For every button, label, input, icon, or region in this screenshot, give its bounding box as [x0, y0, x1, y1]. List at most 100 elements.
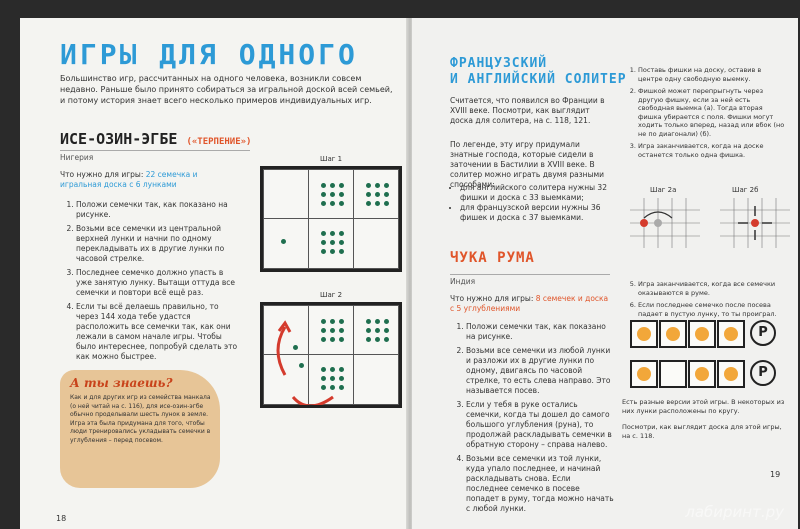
seed-icon — [330, 201, 335, 206]
seed-icon — [330, 337, 335, 342]
game-title-quote: («ТЕРПЕНИЕ») — [186, 137, 252, 147]
book-spine — [406, 18, 414, 529]
seed-icon — [339, 192, 344, 197]
chuka-end-rules: Игра заканчивается, когда все семечки ок… — [622, 280, 787, 322]
seed-icon — [366, 183, 371, 188]
seed-icon — [321, 192, 326, 197]
did-you-know-note: А ты знаешь? Как и для других игр из сем… — [60, 370, 220, 488]
seed-icon — [375, 201, 380, 206]
seed-icon — [339, 337, 344, 342]
seed-icon — [366, 328, 371, 333]
chuka-step: Положи семечки так, как показано на рису… — [466, 322, 615, 342]
direction-arrows-icon — [738, 206, 772, 240]
pit — [717, 360, 745, 388]
seed-icon — [339, 240, 344, 245]
seed-icon — [281, 239, 286, 244]
chuka-see-also: Посмотри, как выглядит доска для этой иг… — [622, 423, 782, 440]
seed-icon — [695, 367, 709, 381]
game-steps: Положи семечки так, как показано на рису… — [60, 200, 238, 366]
game-title-text: ИСЕ-ОЗИН-ЭГБЕ — [60, 130, 178, 148]
seed-icon — [330, 192, 335, 197]
seed-icon — [666, 327, 680, 341]
solitaire-heading: ФРАНЦУЗСКИЙ И АНГЛИЙСКИЙ СОЛИТЕР — [450, 56, 627, 88]
seed-icon — [339, 231, 344, 236]
arrow-up-icon — [276, 326, 287, 376]
seed-icon — [366, 201, 371, 206]
board-step2 — [260, 302, 402, 408]
chuka-need-label: Что нужно для игры: — [450, 294, 536, 303]
arrow-right-icon — [291, 395, 334, 405]
seed-icon — [637, 367, 651, 381]
solitaire-step: Игра заканчивается, когда на доске остан… — [638, 142, 787, 159]
peg-icon — [751, 219, 759, 227]
chuka-note: Есть разные версии этой игры. В некоторы… — [622, 398, 785, 415]
need-label: Что нужно для игры: — [60, 170, 146, 179]
seed-icon — [724, 367, 738, 381]
solitaire-legend: По легенде, эту игру придумали знатные г… — [450, 140, 605, 189]
step1-label: Шаг 1 — [320, 155, 343, 163]
seed-icon — [339, 367, 344, 372]
pit — [659, 360, 687, 388]
move-arrows — [276, 320, 334, 405]
seed-icon — [375, 319, 380, 324]
solitaire-heading-line2: И АНГЛИЙСКИЙ СОЛИТЕР — [450, 72, 627, 87]
need-value: 22 семечка и игральная доска с 6 лунками — [60, 170, 198, 189]
seed-icon — [384, 183, 389, 188]
right-page: ФРАНЦУЗСКИЙ И АНГЛИЙСКИЙ СОЛИТЕР Считает… — [412, 18, 798, 529]
seed-icon — [321, 201, 326, 206]
seed-icon — [330, 249, 335, 254]
seed-icon — [384, 192, 389, 197]
pit — [688, 320, 716, 348]
peg-icon — [640, 219, 648, 227]
seed-icon — [321, 367, 326, 372]
seed-icon — [321, 249, 326, 254]
seed-icon — [339, 201, 344, 206]
seed-icon — [321, 337, 326, 342]
intro-text: Большинство игр, рассчитанных на одного … — [60, 74, 393, 105]
seed-icon — [321, 240, 326, 245]
jump-arrow-icon — [643, 211, 673, 219]
seed-icon — [330, 367, 335, 372]
chuka-step: Возьми все семечки из той лунки, куда уп… — [466, 454, 615, 514]
chuka-step: Возьми все семечки из любой лунки и разл… — [466, 346, 615, 396]
seed-icon — [339, 385, 344, 390]
chuka-step: Если у тебя в руке остались семечки, ког… — [466, 400, 615, 450]
step2-label: Шаг 2 — [320, 291, 343, 299]
variant-french: для французской версии нужны 36 фишек и … — [460, 203, 612, 223]
solitaire-intro: Считается, что появился во Франции в XVI… — [450, 96, 605, 125]
seed-icon — [330, 376, 335, 381]
solitaire-step: Фишкой может перепрыгнуть через другую ф… — [638, 87, 787, 138]
chuka-origin: Индия — [450, 274, 610, 286]
seed-icon — [339, 328, 344, 333]
seed-icon — [375, 183, 380, 188]
pit — [717, 320, 745, 348]
solitaire-diagrams — [630, 198, 790, 248]
page-title: ИГРЫ ДЛЯ ОДНОГО — [60, 38, 358, 71]
left-page: ИГРЫ ДЛЯ ОДНОГО Большинство игр, рассчит… — [20, 18, 408, 529]
chuka-requirements: Что нужно для игры: 8 семечек и доска с … — [450, 294, 610, 314]
note-body: Как и для других игр из семейства манкал… — [70, 394, 211, 444]
board-pit — [353, 218, 399, 269]
seed-icon — [384, 337, 389, 342]
board-pit — [263, 218, 309, 269]
seed-icon — [330, 385, 335, 390]
seed-icon — [695, 327, 709, 341]
pit — [688, 360, 716, 388]
seed-icon — [366, 192, 371, 197]
seed-icon — [330, 183, 335, 188]
step-item: Последнее семечко должно упасть в уже за… — [76, 268, 238, 298]
chuka-board-play: P — [630, 360, 790, 390]
chuka-title: ЧУКА РУМА — [450, 250, 535, 266]
ruma-pit: P — [750, 360, 776, 386]
solitaire-heading-line1: ФРАНЦУЗСКИЙ — [450, 56, 548, 71]
variant-english: для английского солитера нужны 32 фишки … — [460, 183, 612, 203]
board-pit — [353, 354, 399, 405]
watermark: лабиринт.ру — [685, 503, 784, 521]
game-title: ИСЕ-ОЗИН-ЭГБЕ («ТЕРПЕНИЕ») — [60, 130, 251, 148]
seed-icon — [375, 337, 380, 342]
seed-icon — [321, 385, 326, 390]
seed-icon — [293, 345, 298, 350]
seed-icon — [366, 319, 371, 324]
seed-icon — [375, 328, 380, 333]
chuka-need-value: 8 семечек и доска с 5 углублениями — [450, 294, 609, 313]
